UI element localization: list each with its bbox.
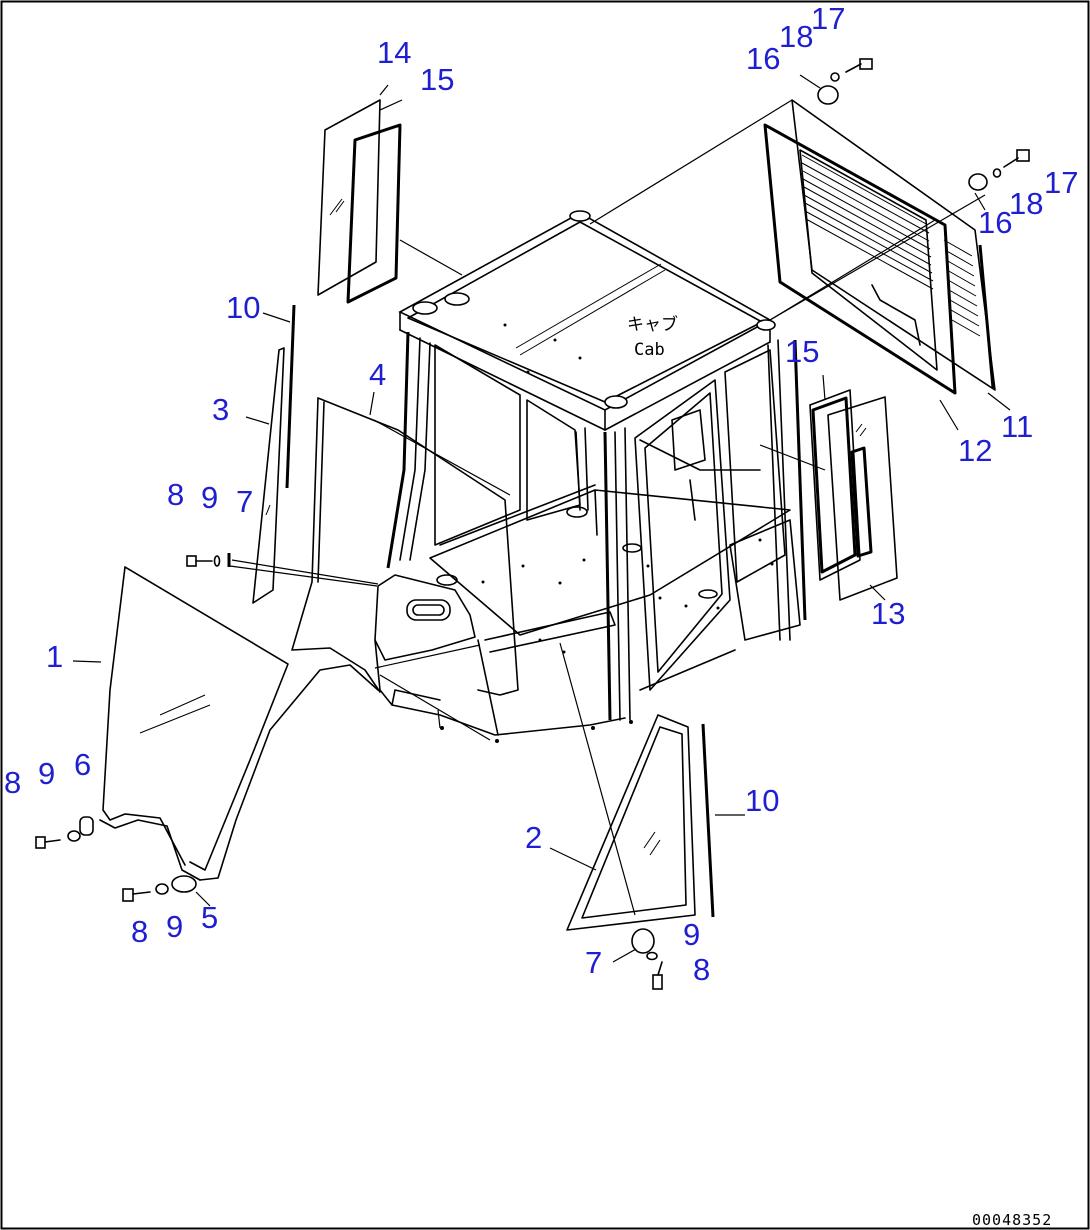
callout-leaders [72, 74, 1011, 963]
callout-7-right: 7 [585, 945, 602, 980]
glass-part-14 [317, 99, 381, 296]
callout-16-right: 16 [978, 205, 1012, 240]
callout-4: 4 [369, 357, 386, 392]
callout-8-upper: 8 [167, 477, 184, 512]
callout-8-bottom: 8 [131, 914, 148, 949]
part-callouts: 14 15 10 3 4 8 9 7 1 8 9 6 8 9 5 16 18 1… [4, 1, 1078, 987]
callout-6: 6 [74, 747, 91, 782]
door-glass-part-4 [291, 397, 519, 696]
callout-18-top: 18 [779, 19, 813, 54]
callout-5: 5 [201, 900, 218, 935]
callout-15-upper: 15 [420, 62, 454, 97]
rivet-dots [440, 323, 774, 743]
cab-label-english: Cab [634, 340, 665, 360]
glass-part-2 [566, 714, 696, 931]
callout-10-left: 10 [226, 290, 260, 325]
callout-14: 14 [377, 35, 411, 70]
seal-part-10-left [285, 304, 296, 489]
document-id: 00048352 [972, 1211, 1052, 1229]
callout-8-left: 8 [4, 765, 21, 800]
callout-11: 11 [1001, 409, 1033, 444]
glass-part-3 [252, 347, 285, 604]
callout-12: 12 [958, 433, 992, 468]
callout-3: 3 [212, 392, 229, 427]
cab-label-japanese: キャブ [627, 314, 678, 335]
callout-17-top: 17 [811, 1, 845, 36]
rear-glass-part-11-12 [763, 99, 996, 395]
callout-9-left: 9 [38, 756, 55, 791]
callout-18-right: 18 [1009, 186, 1043, 221]
callout-9-bottom: 9 [166, 909, 183, 944]
callout-7-upper: 7 [236, 484, 253, 519]
callout-16-top: 16 [746, 41, 780, 76]
glass-part-1 [99, 566, 379, 881]
callout-8-right: 8 [693, 952, 710, 987]
glass-part-13 [827, 396, 898, 601]
seal-part-10-right [701, 723, 715, 918]
callout-1: 1 [46, 639, 63, 674]
glass-part-15-right [809, 389, 861, 581]
leader-lines [195, 99, 986, 916]
callout-15-right: 15 [785, 334, 819, 369]
callout-9-right: 9 [683, 917, 700, 952]
fasteners [35, 58, 1030, 990]
callout-17-right: 17 [1044, 165, 1078, 200]
defroster-lines [801, 154, 981, 337]
cab-frame [374, 210, 807, 743]
callout-2: 2 [525, 820, 542, 855]
callout-13: 13 [871, 596, 905, 631]
callout-10-right: 10 [745, 783, 779, 818]
callout-9-upper: 9 [201, 480, 218, 515]
glass-part-15-upper [346, 123, 402, 304]
